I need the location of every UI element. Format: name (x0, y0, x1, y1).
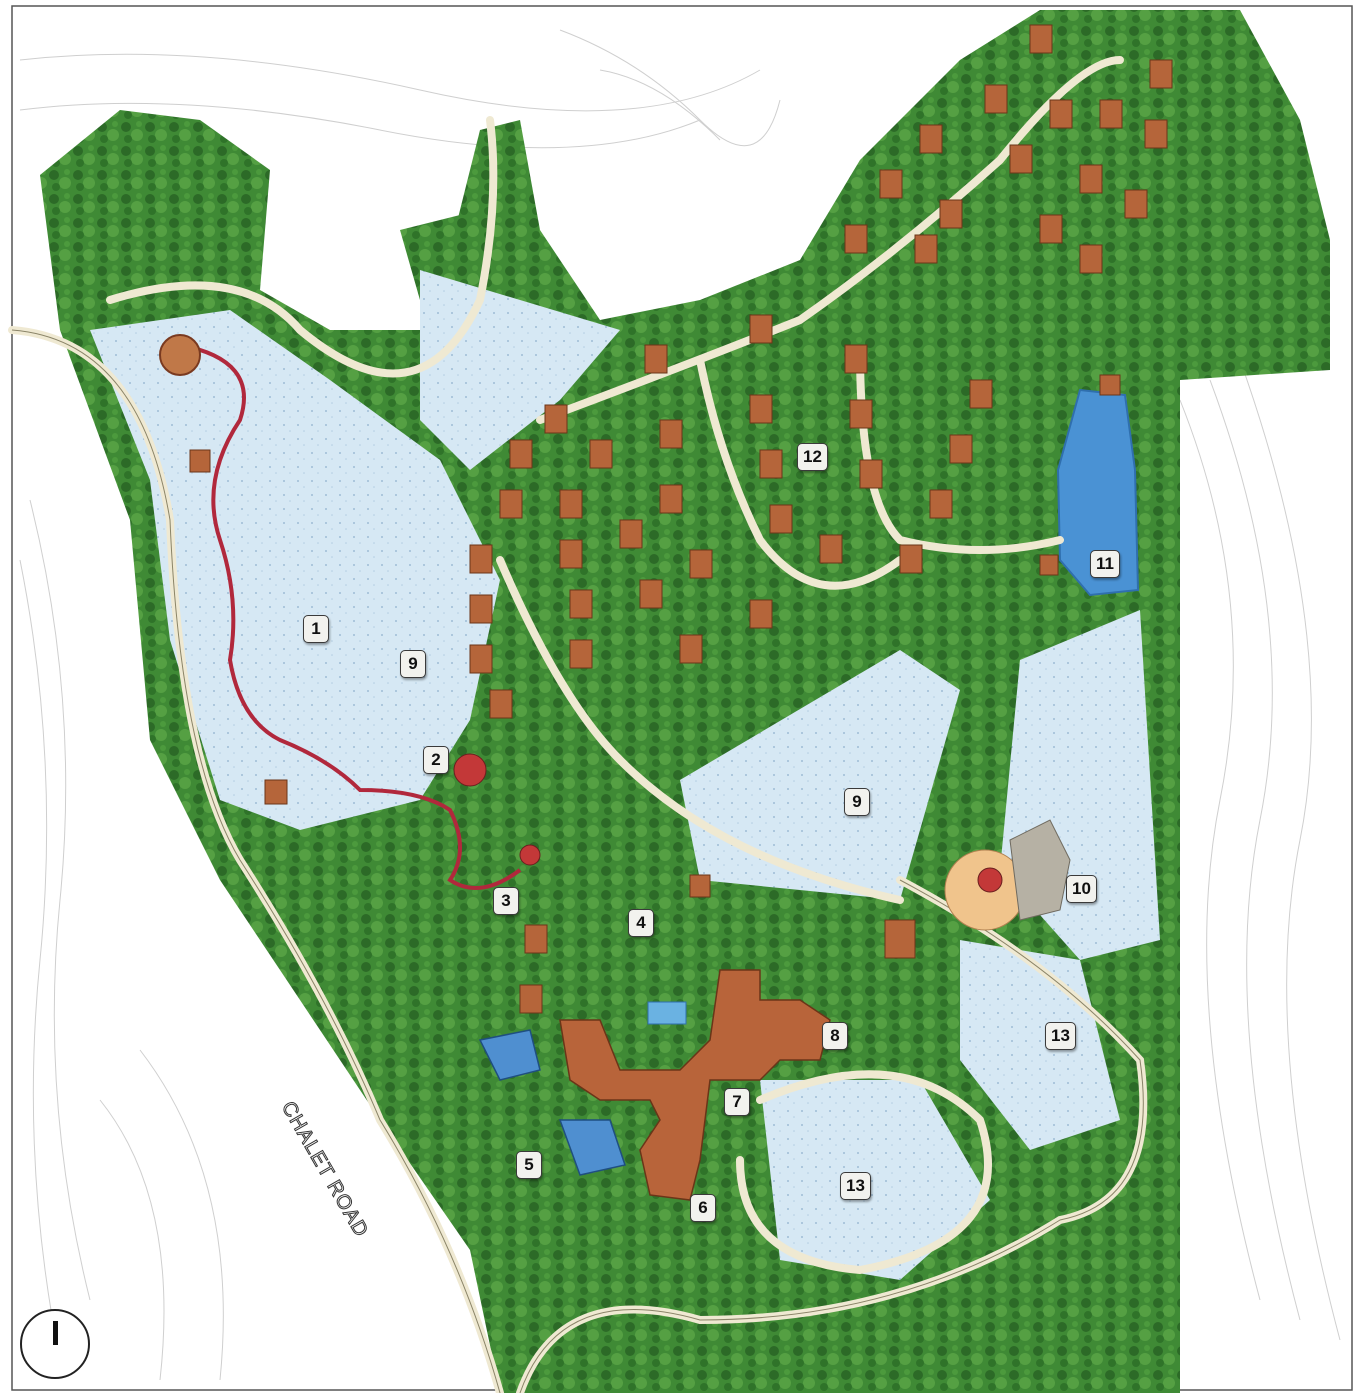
contour-lines (19, 29, 1341, 1381)
plaza-3 (519, 844, 541, 866)
gazebo-10 (977, 867, 1003, 893)
marker-5[interactable]: 5 (516, 1151, 542, 1179)
marker-7[interactable]: 7 (724, 1088, 750, 1116)
pool-2 (558, 1119, 626, 1176)
marker-9b[interactable]: 9 (844, 788, 870, 816)
road-outlines (11, 329, 1144, 1393)
west-clearing (90, 310, 500, 830)
marker-10[interactable]: 10 (1066, 875, 1097, 903)
marker-8[interactable]: 8 (822, 1022, 848, 1050)
marker-13b[interactable]: 13 (840, 1172, 871, 1200)
north-arrow-icon (20, 1309, 90, 1379)
resort-building (559, 969, 831, 1201)
rock-feature (1009, 819, 1071, 921)
pool-1 (478, 1029, 541, 1081)
marker-6[interactable]: 6 (690, 1194, 716, 1222)
lake (1056, 388, 1140, 597)
marker-4[interactable]: 4 (628, 909, 654, 937)
coaster-hub (159, 334, 201, 376)
east-slope (680, 650, 960, 900)
marker-3[interactable]: 3 (493, 887, 519, 915)
plaza-2 (453, 753, 487, 787)
east-clearing (960, 940, 1120, 1150)
coaster-track (179, 343, 522, 890)
marker-11[interactable]: 11 (1090, 550, 1120, 578)
cabins (189, 24, 1173, 1014)
marker-1[interactable]: 1 (303, 615, 329, 643)
south-clearing (760, 1080, 990, 1280)
pool-3 (647, 1001, 687, 1025)
marker-2[interactable]: 2 (423, 746, 449, 774)
marker-9a[interactable]: 9 (400, 650, 426, 678)
compass-needle (53, 1321, 58, 1345)
marker-12[interactable]: 12 (797, 443, 828, 471)
marker-13a[interactable]: 13 (1045, 1022, 1076, 1050)
